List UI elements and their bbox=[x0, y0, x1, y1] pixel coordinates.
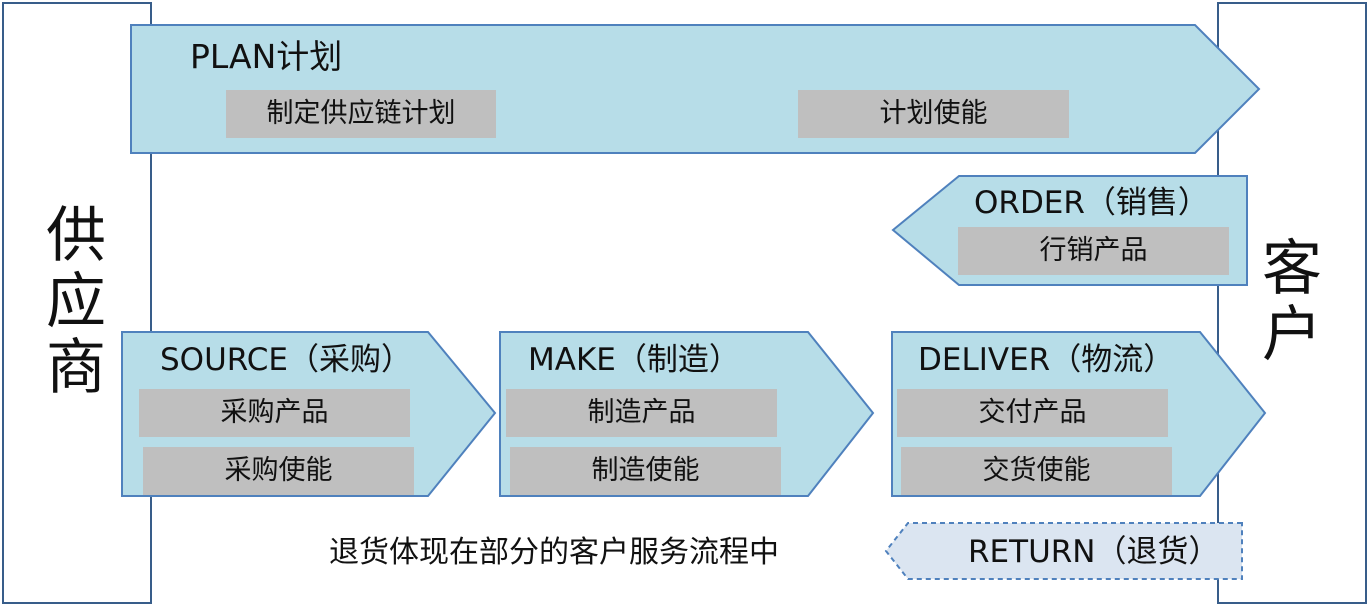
customer-label: 客户 bbox=[1262, 234, 1322, 370]
deliver-title: DELIVER（物流） bbox=[918, 342, 1175, 378]
plan-item-plan-enable: 计划使能 bbox=[798, 90, 1069, 138]
supplier-panel bbox=[2, 2, 152, 604]
source-item-purchase-products: 采购产品 bbox=[139, 389, 410, 437]
plan-item-supply-chain-plan: 制定供应链计划 bbox=[226, 90, 496, 138]
return-arrow bbox=[884, 522, 1243, 580]
make-title: MAKE（制造） bbox=[528, 342, 740, 378]
make-item-make-products: 制造产品 bbox=[506, 389, 777, 437]
make-item-make-enable: 制造使能 bbox=[510, 447, 781, 495]
deliver-item-deliver-products: 交付产品 bbox=[897, 389, 1168, 437]
order-item-market-products: 行销产品 bbox=[958, 227, 1229, 275]
return-title: RETURN（退货） bbox=[968, 534, 1220, 570]
plan-title: PLAN计划 bbox=[190, 37, 343, 76]
order-title: ORDER（销售） bbox=[974, 185, 1209, 221]
source-title: SOURCE（采购） bbox=[160, 342, 412, 378]
return-note: 退货体现在部分的客户服务流程中 bbox=[329, 535, 779, 570]
deliver-item-deliver-enable: 交货使能 bbox=[901, 447, 1172, 495]
source-item-purchase-enable: 采购使能 bbox=[143, 447, 414, 495]
supplier-label: 供应商 bbox=[46, 201, 106, 403]
